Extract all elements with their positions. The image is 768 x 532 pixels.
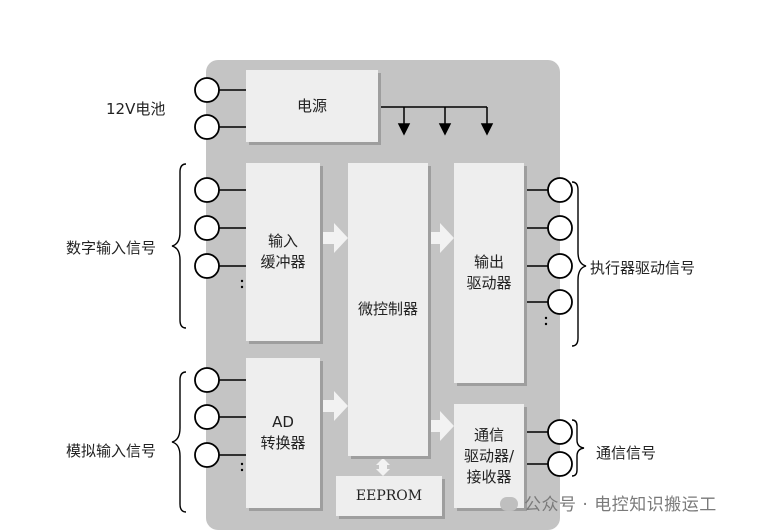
eeprom-label: EEPROM <box>355 487 423 504</box>
power-block: 电源 <box>246 70 378 142</box>
pin-comm-2 <box>547 451 573 477</box>
actuator-output-label: 执行器驱动信号 <box>590 259 696 277</box>
arrow-buffer-to-mcu <box>322 223 348 253</box>
brace-actuator <box>571 181 587 347</box>
brace-comm <box>571 419 585 477</box>
arrow-mcu-eeprom-bidir <box>376 458 390 476</box>
pin-actuator-4 <box>547 289 573 315</box>
pin-digital-3 <box>194 253 220 279</box>
input-buffer-label: 输入 缓冲器 <box>260 232 306 271</box>
comm-driver-block: 通信 驱动器/ 接收器 <box>454 404 524 508</box>
comm-signal-label: 通信信号 <box>596 444 657 462</box>
connector-pins <box>194 77 573 477</box>
pin-battery-2 <box>194 114 220 140</box>
ad-converter-label: AD 转换器 <box>260 413 306 452</box>
ellipsis-dots <box>240 279 548 472</box>
power-block-label: 电源 <box>296 96 327 115</box>
block-arrows <box>322 223 454 441</box>
pin-actuator-3 <box>547 253 573 279</box>
digital-input-label: 数字输入信号 <box>66 239 157 257</box>
braces <box>171 163 587 513</box>
pin-battery-1 <box>194 77 220 103</box>
mcu-label: 微控制器 <box>357 300 418 318</box>
brace-analog <box>171 371 187 513</box>
pin-digital-1 <box>194 177 220 203</box>
brace-digital <box>171 163 187 329</box>
pin-actuator-2 <box>547 215 573 241</box>
input-buffer-block: 输入 缓冲器 <box>246 163 320 341</box>
pin-lines <box>219 89 548 465</box>
power-distribution <box>378 106 494 136</box>
pin-analog-1 <box>194 367 220 393</box>
watermark-text: 公众号 · 电控知识搬运工 <box>524 495 717 515</box>
comm-driver-label: 通信 驱动器/ 接收器 <box>463 425 515 486</box>
pin-digital-2 <box>194 215 220 241</box>
output-driver-label: 输出 驱动器 <box>466 253 512 292</box>
analog-input-label: 模拟输入信号 <box>66 442 157 460</box>
eeprom-block: EEPROM <box>336 476 442 516</box>
arrow-mcu-to-output <box>428 223 454 253</box>
battery-label: 12V电池 <box>106 100 166 118</box>
pin-actuator-1 <box>547 177 573 203</box>
mcu-block: 微控制器 <box>348 163 428 456</box>
arrow-ad-to-mcu <box>322 391 348 421</box>
arrow-mcu-to-comm <box>428 411 454 441</box>
pin-analog-3 <box>194 442 220 468</box>
watermark: 公众号 · 电控知识搬运工 <box>500 490 717 515</box>
pin-analog-2 <box>194 404 220 430</box>
wechat-icon <box>500 497 518 511</box>
output-driver-block: 输出 驱动器 <box>454 163 524 383</box>
pin-comm-1 <box>547 419 573 445</box>
ad-converter-block: AD 转换器 <box>246 358 320 508</box>
